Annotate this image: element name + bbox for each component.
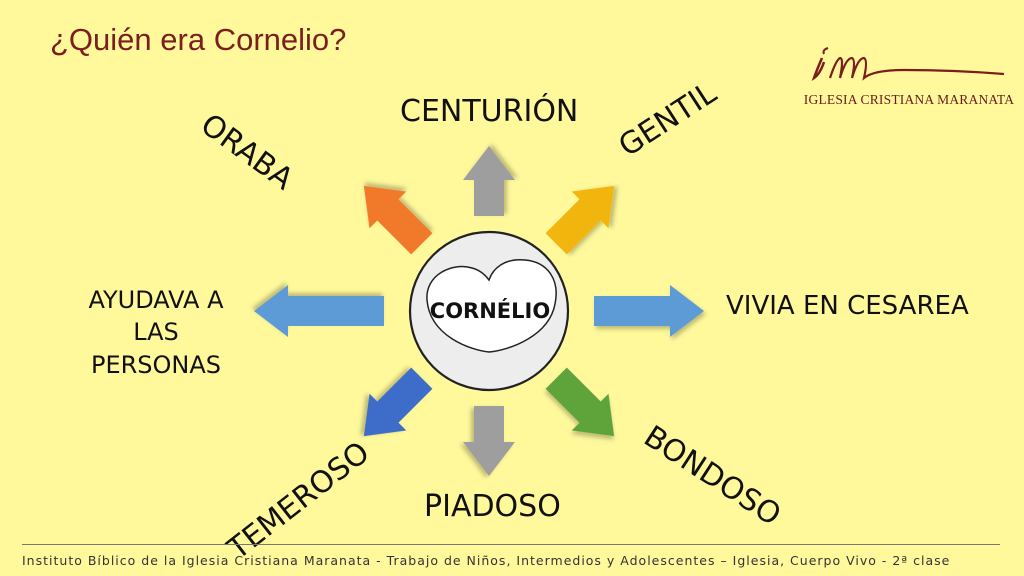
church-logo: IGLESIA CRISTIANA MARANATA [800, 42, 1018, 122]
center-label: CORNÉLIO [429, 299, 551, 323]
im-logo-mark-icon [811, 47, 1005, 82]
arrow-bottom-right [545, 367, 615, 437]
label-right: VIVIA EN CESAREA [726, 291, 969, 321]
heart-icon [426, 259, 557, 353]
footer-text: Instituto Bíblico de la Iglesia Cristian… [22, 553, 951, 568]
label-left-line-2: LAS [133, 318, 179, 347]
arrow-top [463, 146, 515, 216]
label-left: AYUDAVA A LAS PERSONAS [76, 284, 236, 381]
footer-divider [22, 544, 1000, 545]
arrow-right [594, 285, 704, 337]
label-left-line-1: AYUDAVA A [88, 286, 224, 314]
arrow-top-right [545, 185, 615, 255]
arrow-left [254, 285, 384, 337]
label-bottom: PIADOSO [424, 489, 561, 524]
label-top: CENTURIÓN [400, 94, 579, 129]
arrow-top-left [363, 185, 433, 255]
page-title: ¿Quién era Cornelio? [50, 22, 347, 57]
label-left-line-3: PERSONAS [90, 350, 222, 379]
logo-text: IGLESIA CRISTIANA MARANATA [803, 92, 1015, 107]
arrow-bottom-left [363, 367, 433, 437]
arrow-bottom [463, 406, 515, 476]
